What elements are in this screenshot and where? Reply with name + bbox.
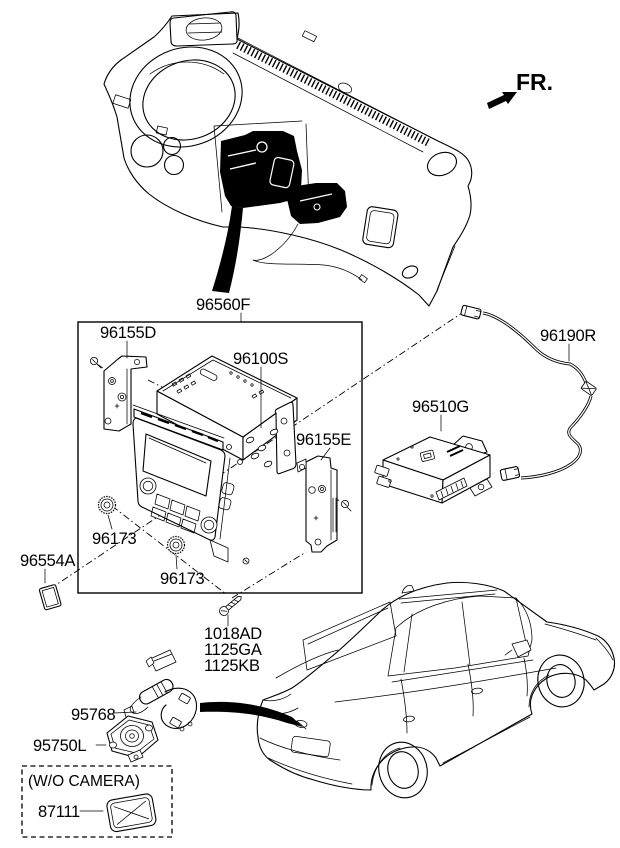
- bracket-right-drawing: [296, 455, 352, 553]
- knob-left-drawing: [97, 495, 117, 515]
- part-label-95768: 95768: [71, 706, 116, 724]
- part-label-1125KB: 1125KB: [204, 657, 260, 675]
- tuner-module-drawing: [374, 435, 493, 504]
- part-label-1018AD: 1018AD: [204, 625, 262, 643]
- part-label-96190R: 96190R: [540, 327, 596, 345]
- wo-camera-title: (W/O CAMERA): [28, 773, 140, 790]
- feeder-cable-drawing: [460, 304, 597, 481]
- part-label-1125GA: 1125GA: [204, 641, 262, 659]
- part-label-87111: 87111: [38, 803, 80, 821]
- fr-direction-indicator: FR.: [487, 69, 553, 109]
- instrument-panel-drawing: [103, 11, 473, 307]
- screw-part-labels: 1018AD 1125GA 1125KB: [204, 614, 263, 675]
- part-label-96100S: 96100S: [233, 350, 288, 368]
- part-label-96560F: 96560F: [196, 296, 250, 314]
- vehicle-drawing: [256, 581, 616, 799]
- part-label-96173-left: 96173: [92, 530, 137, 548]
- rear-camera-drawing: [106, 705, 159, 763]
- part-label-96173-spare: 96173: [160, 570, 205, 588]
- part-label-95750L: 95750L: [33, 737, 86, 755]
- head-unit-drawing: [132, 355, 298, 565]
- part-label-96155E: 96155E: [296, 431, 351, 449]
- fr-arrow-icon: [487, 92, 517, 109]
- part-label-96554A: 96554A: [20, 552, 75, 570]
- antenna-pad-drawing: [38, 584, 62, 611]
- pointer-arrow-to-car: [200, 701, 303, 727]
- bracket-left-drawing: [90, 355, 148, 432]
- tapping-screw-drawing: [219, 596, 242, 616]
- knob-spare-drawing: [166, 535, 186, 555]
- part-label-96510G: 96510G: [412, 398, 469, 416]
- camera-harness-drawing: [129, 649, 198, 732]
- fr-label: FR.: [516, 69, 553, 95]
- cover-pad-drawing: [106, 793, 157, 833]
- part-label-96155D: 96155D: [100, 324, 156, 342]
- wo-camera-group: (W/O CAMERA) 87111: [21, 765, 173, 838]
- assembly-box: [77, 321, 363, 594]
